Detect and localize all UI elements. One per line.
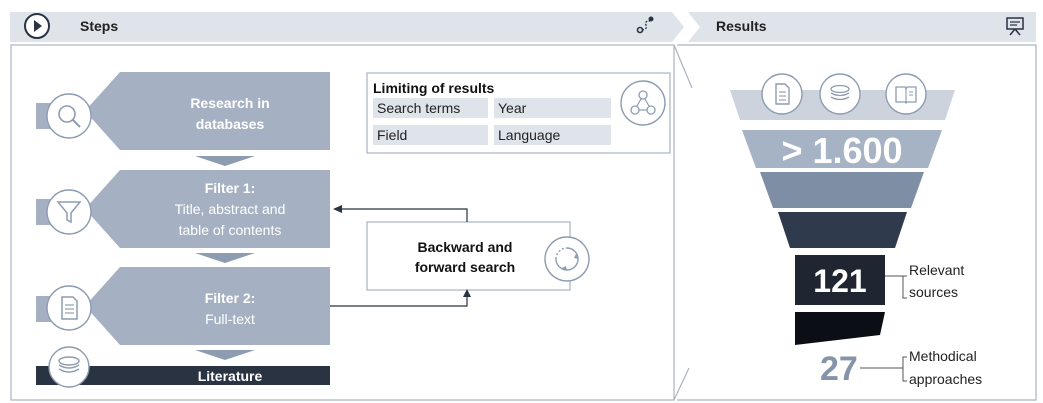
filter1-line1: Title, abstract and bbox=[174, 201, 286, 217]
search-icon bbox=[58, 105, 81, 128]
relevant-sources-value: 121 bbox=[813, 263, 867, 299]
backward-forward-box bbox=[366, 221, 571, 291]
limiting-title: Limiting of results bbox=[373, 80, 495, 96]
results-header-bar bbox=[688, 12, 1036, 42]
route-icon bbox=[636, 16, 654, 34]
limiting-cell-language: Language bbox=[498, 127, 561, 143]
results-header-label: Results bbox=[716, 18, 767, 34]
presentation-board-icon bbox=[1006, 17, 1024, 36]
book-icon bbox=[895, 86, 917, 104]
down-arrow-2 bbox=[195, 253, 255, 263]
funnel-segment-2 bbox=[742, 130, 942, 168]
literature-bar bbox=[36, 366, 330, 385]
funnel-segment-3 bbox=[760, 172, 924, 208]
down-arrow-3 bbox=[195, 350, 255, 360]
stack-icon bbox=[58, 356, 80, 373]
methodical-approaches-label-1: Methodical bbox=[909, 348, 977, 364]
research-step-line2: databases bbox=[195, 116, 265, 132]
research-step-shape bbox=[85, 72, 330, 150]
filter-icon bbox=[56, 201, 82, 224]
document-icon bbox=[61, 296, 78, 320]
feedback-arrow-up bbox=[342, 208, 468, 222]
backward-line1: Backward and bbox=[417, 239, 513, 255]
filter2-step-shape bbox=[85, 267, 330, 345]
backward-line2: forward search bbox=[414, 259, 516, 275]
funnel-segment-4 bbox=[778, 212, 907, 248]
steps-panel bbox=[10, 44, 675, 401]
stack-icon bbox=[830, 84, 850, 101]
filter2-title: Filter 2: bbox=[204, 290, 256, 306]
relevant-sources-label-2: sources bbox=[909, 284, 959, 300]
limiting-cell-year: Year bbox=[498, 100, 527, 116]
down-arrow-1 bbox=[195, 156, 255, 166]
funnel-count-value: > 1.600 bbox=[781, 130, 903, 171]
results-panel bbox=[677, 44, 1037, 401]
steps-header-bar bbox=[10, 12, 684, 42]
filter1-title: Filter 1: bbox=[204, 180, 256, 196]
limiting-cell-search-terms: Search terms bbox=[377, 100, 461, 116]
methodical-approaches-value: 27 bbox=[820, 350, 858, 388]
methodical-approaches-label-2: approaches bbox=[909, 371, 983, 387]
feedback-arrow-in bbox=[330, 297, 468, 307]
funnel-segment-5 bbox=[795, 255, 885, 305]
funnel-segment-6 bbox=[795, 312, 885, 345]
filter1-step-shape bbox=[85, 170, 330, 248]
play-button[interactable] bbox=[24, 13, 50, 39]
filter1-line2: table of contents bbox=[178, 222, 282, 238]
literature-label: Literature bbox=[197, 368, 263, 384]
relevant-sources-label-1: Relevant bbox=[909, 262, 965, 278]
cycle-icon bbox=[555, 247, 579, 271]
network-icon bbox=[630, 90, 656, 115]
filter2-line1: Full-text bbox=[205, 311, 255, 327]
play-icon bbox=[34, 20, 42, 32]
limiting-cell-field: Field bbox=[377, 127, 408, 143]
steps-header-label: Steps bbox=[80, 18, 119, 34]
research-step-line1: Research in bbox=[190, 95, 270, 111]
document-icon bbox=[775, 83, 790, 105]
